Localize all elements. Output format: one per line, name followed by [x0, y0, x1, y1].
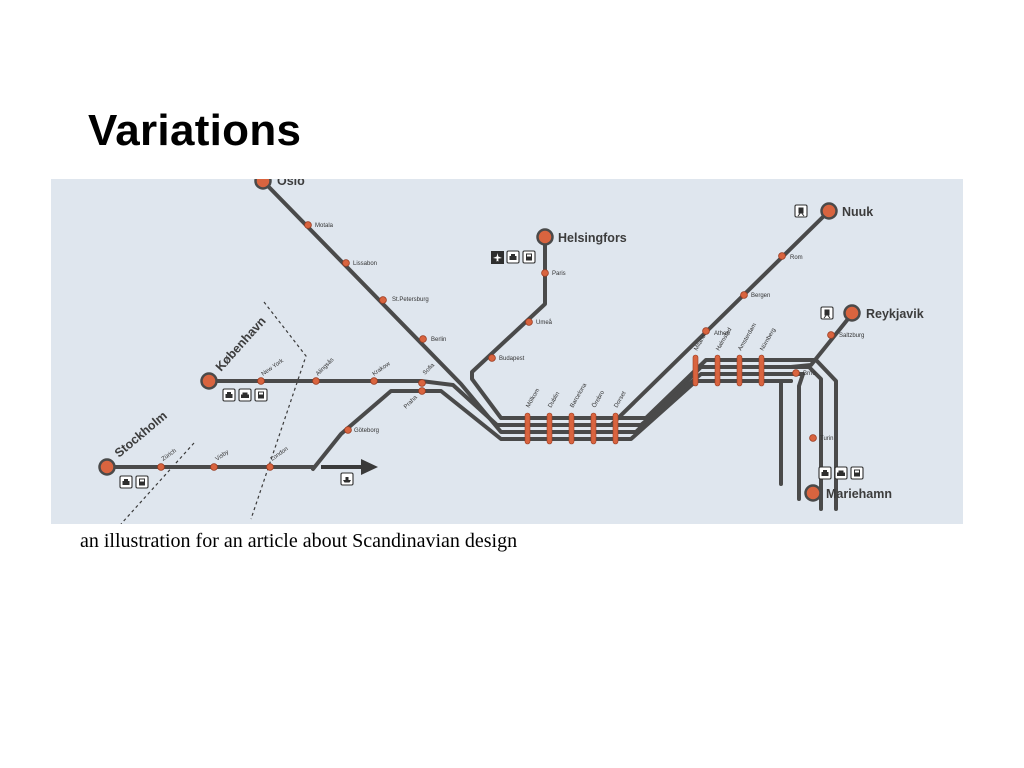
train-icon [820, 306, 834, 320]
major-labels: Oslo Helsingfors Nuuk Reykjavik Københav… [112, 179, 924, 501]
label-barcelona: Barcelona [570, 382, 589, 409]
station-oslo [254, 179, 272, 190]
metro-map: Oslo Helsingfors Nuuk Reykjavik Københav… [98, 179, 924, 524]
label-nuuk: Nuuk [842, 205, 873, 219]
figure-caption: an illustration for an article about Sca… [80, 530, 518, 552]
label-goteborg: Göteborg [354, 428, 379, 434]
label-amsterdam: Amsterdam [738, 322, 759, 352]
label-saltzburg: Saltzburg [839, 333, 864, 339]
label-bergen: Bergen [751, 293, 770, 299]
label-nurnberg: Nürnberg [760, 327, 778, 352]
arrow-right-icon [321, 459, 378, 475]
station-stockholm [98, 458, 116, 476]
label-athen: Athen [714, 331, 730, 337]
car-icon [834, 466, 848, 480]
icons-stockholm [119, 475, 149, 489]
label-rom: Rom [790, 255, 803, 261]
label-brno: Brno [803, 371, 816, 377]
train-icon [794, 204, 808, 218]
zone-dashed-lines [120, 301, 307, 524]
station-helsingfors [536, 228, 554, 246]
taxi-icon [506, 250, 520, 264]
station-mariehamn [804, 484, 822, 502]
label-orebro: Örebro [591, 389, 607, 409]
bus-icon [135, 475, 149, 489]
bus-icon [254, 388, 268, 402]
station-reykjavik [843, 304, 861, 322]
icons-kobenhavn [222, 388, 268, 402]
label-st-petersburg: St.Petersburg [392, 297, 429, 303]
label-new-york: New York [261, 358, 286, 378]
label-dublin: Dublin [548, 391, 562, 409]
label-paris: Paris [552, 271, 566, 277]
label-motala: Motala [315, 223, 334, 229]
interchange-markers [524, 354, 765, 445]
label-turin: Turin [820, 436, 833, 442]
label-mariehamn: Mariehamn [826, 487, 892, 501]
label-molkom: Mölkom [526, 388, 542, 409]
taxi-icon [119, 475, 133, 489]
airplane-icon [491, 251, 504, 264]
label-budapest: Budapest [499, 356, 525, 362]
label-alingsas: Alingsås [314, 356, 335, 377]
label-praha: Praha [403, 394, 419, 410]
label-visby: Visby [215, 449, 230, 462]
major-stations [98, 179, 861, 502]
label-umea: Umeå [536, 319, 553, 326]
label-london: London [270, 446, 290, 462]
icons-helsingfors [491, 250, 536, 264]
station-kobenhavn [200, 372, 218, 390]
label-oslo: Oslo [277, 179, 305, 188]
bus-icon [850, 466, 864, 480]
ferry-connection [321, 459, 378, 486]
car-icon [238, 388, 252, 402]
metro-map-figure: Oslo Helsingfors Nuuk Reykjavik Københav… [51, 179, 963, 524]
label-stockholm: Stockholm [112, 408, 170, 460]
label-helsingfors: Helsingfors [558, 231, 627, 245]
label-sofia: Sofia [422, 362, 436, 376]
slide-title: Variations [88, 106, 302, 155]
label-kobenhavn: København [213, 314, 269, 374]
station-nuuk [820, 202, 838, 220]
label-dorset: Dorset [614, 390, 628, 409]
label-zurich: Zürich [161, 448, 178, 462]
taxi-icon [222, 388, 236, 402]
minor-stations [157, 221, 835, 471]
icons-mariehamn [818, 466, 864, 480]
label-krakow: Krakow [372, 361, 392, 378]
label-reykjavik: Reykjavik [866, 307, 924, 321]
label-berlin: Berlin [431, 337, 446, 343]
label-lissabon: Lissabon [353, 261, 377, 267]
taxi-icon [818, 466, 832, 480]
bus-icon [522, 250, 536, 264]
ferry-icon [340, 472, 354, 486]
